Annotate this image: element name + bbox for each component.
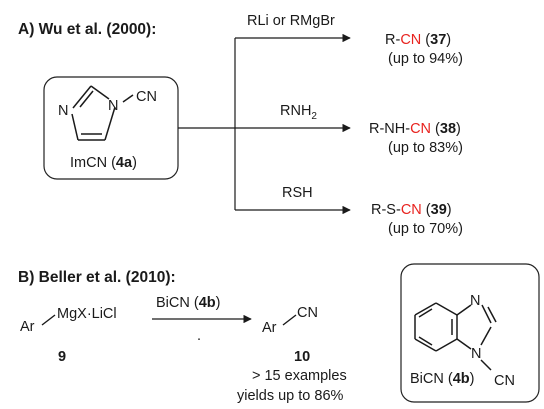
substrate-grignard: MgX·LiCl bbox=[57, 306, 117, 322]
imcn-cyano-group: CN bbox=[136, 89, 157, 105]
product-cyano-group: CN bbox=[297, 305, 318, 321]
product-38-yield: (up to 83%) bbox=[388, 140, 463, 156]
imcn-label: ImCN (4a) bbox=[70, 155, 137, 171]
benzimidazole-structure bbox=[414, 302, 497, 371]
branching-arrows bbox=[178, 33, 351, 215]
benzimidazole-n3-label: N bbox=[470, 293, 480, 309]
product-ar: Ar bbox=[262, 320, 277, 336]
branch3-conditions: RSH bbox=[282, 185, 313, 201]
product-37-yield: (up to 94%) bbox=[388, 51, 463, 67]
bicn-box bbox=[400, 263, 540, 403]
product-39: R-S-CN (39) bbox=[371, 202, 452, 218]
bicn-label: BiCN (4b) bbox=[410, 371, 474, 387]
product-38: R-NH-CN (38) bbox=[369, 121, 461, 137]
compound-10-number: 10 bbox=[294, 349, 310, 365]
imidazole-structure bbox=[71, 85, 134, 141]
substrate-ar: Ar bbox=[20, 319, 35, 335]
arrow-dot: . bbox=[197, 328, 201, 344]
note-examples: > 15 examples bbox=[252, 368, 347, 384]
compound-9-number: 9 bbox=[58, 349, 66, 365]
branch2-conditions: RNH2 bbox=[280, 103, 317, 122]
product-bond bbox=[282, 314, 297, 326]
product-39-yield: (up to 70%) bbox=[388, 221, 463, 237]
note-yields: yields up to 86% bbox=[237, 388, 344, 404]
branch1-conditions: RLi or RMgBr bbox=[247, 13, 335, 29]
section-a-title: A) Wu et al. (2000): bbox=[18, 21, 156, 38]
imidazole-n1-label: N bbox=[108, 98, 118, 114]
imidazole-n3-label: N bbox=[58, 103, 68, 119]
substrate-bond bbox=[41, 314, 56, 326]
product-37: R-CN (37) bbox=[385, 32, 451, 48]
bicn-cyano-group: CN bbox=[494, 373, 515, 389]
benzimidazole-n1-label: N bbox=[471, 346, 481, 362]
arrow-reagent-bicn: BiCN (4b) bbox=[156, 295, 220, 311]
section-b-title: B) Beller et al. (2010): bbox=[18, 269, 176, 286]
